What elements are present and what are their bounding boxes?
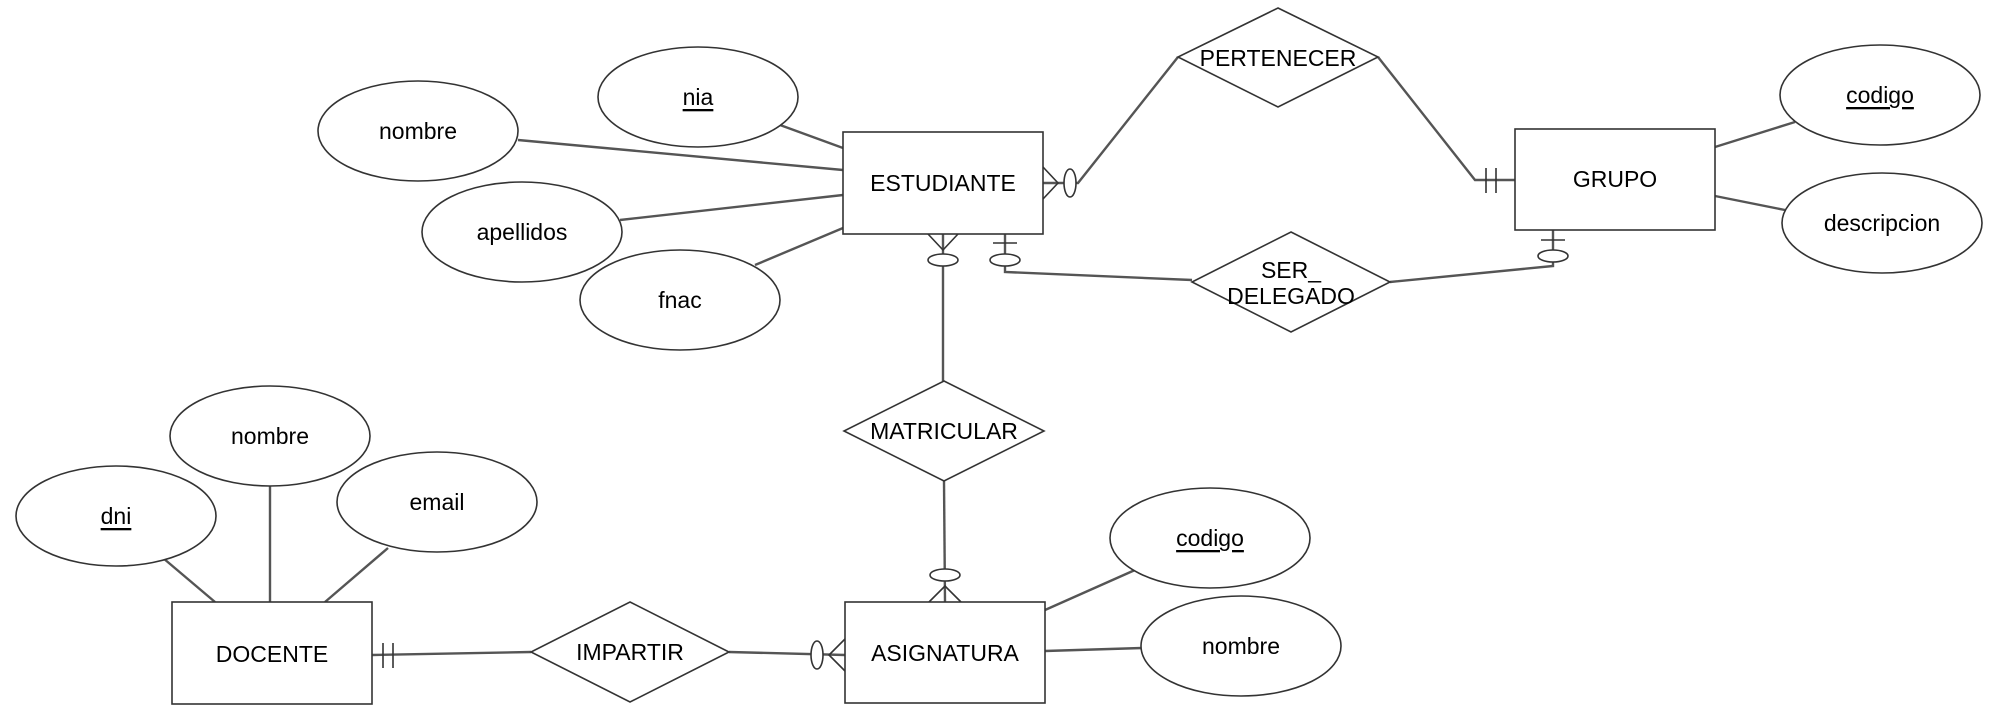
attribute-docente-dni[interactable]: dni xyxy=(15,465,217,567)
bar-grupo-ser-delegado xyxy=(1537,239,1569,263)
line-matricular-asignatura xyxy=(942,480,947,603)
cardinality-markers xyxy=(382,166,1569,672)
relationship-matricular[interactable]: MATRICULAR xyxy=(842,380,1046,482)
attribute-docente-nombre[interactable]: nombre xyxy=(169,385,371,487)
relationship-label: IMPARTIR xyxy=(576,639,684,665)
attribute-label: apellidos xyxy=(477,219,568,245)
bar-estudiante-ser-delegado xyxy=(989,242,1021,267)
entity-label: GRUPO xyxy=(1573,166,1657,192)
attribute-estudiante-nia[interactable]: nia xyxy=(597,46,799,148)
entity-label: DOCENTE xyxy=(216,641,328,667)
line-grupo-descripcion xyxy=(1714,194,1786,212)
entity-label: ESTUDIANTE xyxy=(870,170,1016,196)
bar-docente-impartir xyxy=(382,643,394,668)
line-asignatura-nombre xyxy=(1044,646,1143,653)
attribute-label: fnac xyxy=(658,287,701,313)
line-email-docente xyxy=(324,547,389,603)
line-docente-impartir xyxy=(371,650,532,657)
attribute-estudiante-apellidos[interactable]: apellidos xyxy=(421,181,623,283)
attribute-label: codigo xyxy=(1846,82,1914,108)
line-estudiante-ser-delegado xyxy=(1003,234,1193,282)
entity-asignatura[interactable]: ASIGNATURA xyxy=(844,601,1046,704)
line-apellidos-estudiante xyxy=(619,193,844,222)
line-nombre-estudiante xyxy=(517,138,844,172)
relationship-label-line-2: DELEGADO xyxy=(1227,283,1355,309)
crowfoot-asignatura-matricular xyxy=(928,568,962,603)
entity-grupo[interactable]: GRUPO xyxy=(1514,128,1716,231)
line-dni-docente xyxy=(162,557,216,603)
attribute-label: nombre xyxy=(1202,633,1280,659)
attribute-label: email xyxy=(410,489,465,515)
relationship-label-line-1: SER_ xyxy=(1261,257,1322,283)
relationship-label: MATRICULAR xyxy=(870,418,1018,444)
attribute-grupo-descripcion[interactable]: descripcion xyxy=(1781,172,1983,274)
line-nia-estudiante xyxy=(779,123,844,150)
attribute-label: nombre xyxy=(231,423,309,449)
line-pertenecer-grupo xyxy=(1377,56,1515,182)
attribute-docente-email[interactable]: email xyxy=(336,451,538,553)
relationship-pertenecer[interactable]: PERTENECER xyxy=(1176,7,1380,108)
line-ser-delegado-grupo xyxy=(1389,230,1555,284)
crowfoot-asignatura-impartir xyxy=(810,638,846,672)
attribute-label: descripcion xyxy=(1824,210,1940,236)
crowfoot-estudiante-pertenecer xyxy=(1042,166,1077,200)
attribute-label: nia xyxy=(683,84,714,110)
line-grupo-codigo xyxy=(1714,120,1796,149)
attribute-grupo-codigo[interactable]: codigo xyxy=(1779,44,1981,146)
line-fnac-estudiante xyxy=(754,226,844,267)
attribute-label: nombre xyxy=(379,118,457,144)
entity-docente[interactable]: DOCENTE xyxy=(171,601,373,705)
relationship-ser-delegado[interactable]: SER_ DELEGADO xyxy=(1190,231,1392,333)
attribute-asignatura-codigo[interactable]: codigo xyxy=(1109,487,1311,589)
attribute-estudiante-fnac[interactable]: fnac xyxy=(579,249,781,351)
attribute-label: codigo xyxy=(1176,525,1244,551)
entity-label: ASIGNATURA xyxy=(871,640,1019,666)
entity-estudiante[interactable]: ESTUDIANTE xyxy=(842,131,1044,235)
attribute-asignatura-nombre[interactable]: nombre xyxy=(1140,595,1342,697)
line-estudiante-pertenecer xyxy=(1043,56,1179,185)
attribute-label: dni xyxy=(101,503,132,529)
attribute-estudiante-nombre[interactable]: nombre xyxy=(317,80,519,182)
line-asignatura-codigo xyxy=(1044,568,1136,612)
relationship-impartir[interactable]: IMPARTIR xyxy=(529,601,731,703)
line-impartir-asignatura xyxy=(728,650,846,657)
crowfoot-estudiante-matricular xyxy=(927,233,959,267)
relationship-label: PERTENECER xyxy=(1200,45,1357,71)
bar-grupo-pertenecer xyxy=(1485,168,1497,193)
